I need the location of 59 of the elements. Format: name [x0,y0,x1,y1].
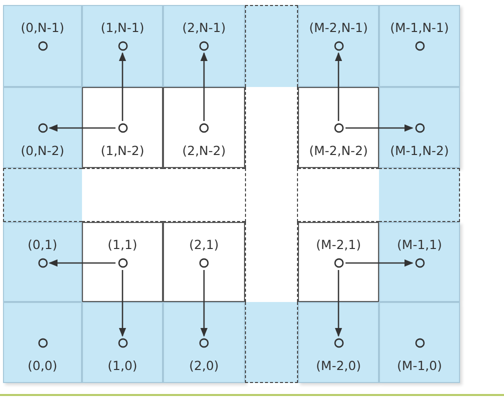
arrow [346,124,414,132]
grid-cell [3,87,82,168]
grid-cell [163,5,245,87]
coordinate-label: (1,0) [106,358,138,374]
arrow [200,270,208,337]
coordinate-label: (2,1) [188,237,220,253]
coordinate-label: (M-2,N-1) [308,20,369,36]
grid-cell [163,302,245,383]
grid-cell [3,302,82,383]
coordinate-label: (M-1,0) [396,358,443,374]
grid-cell [379,168,460,222]
arrow [334,270,342,337]
grid-cell [298,302,379,383]
grid-cell [298,87,379,168]
grid-cell [163,222,245,302]
arrow [48,259,116,267]
grid-cell [379,87,460,168]
coordinate-label: (0,N-1) [20,20,66,36]
grid-cell [82,5,163,87]
grid-cell [245,302,298,383]
grid-cell [379,222,460,302]
arrow [118,52,126,121]
coordinate-label: (0,N-2) [20,143,66,159]
grid-cell [245,222,298,302]
coordinate-label: (2,0) [188,358,220,374]
grid-cell [3,5,82,87]
coordinate-label: (0,1) [26,237,58,253]
grid-cell [245,5,298,87]
grid-cell [82,302,163,383]
grid-cell [3,168,82,222]
coordinate-label: (M-2,1) [315,237,362,253]
coordinate-label: (1,N-2) [100,143,146,159]
arrow [334,52,342,121]
grid-cell [298,5,379,87]
coordinate-label: (M-2,N-2) [308,143,369,159]
coordinate-label: (M-1,1) [396,237,443,253]
coordinate-label: (0,0) [26,358,58,374]
grid-cell [82,222,163,302]
coordinate-label: (1,N-1) [100,20,146,36]
grid-cell [82,168,163,222]
arrow [48,124,116,132]
coordinate-label: (2,N-2) [181,143,227,159]
coordinate-label: (1,1) [106,237,138,253]
coordinate-label: (M-1,N-2) [389,143,450,159]
coordinate-label: (2,N-1) [181,20,227,36]
grid-cell [379,5,460,87]
grid-cell [163,168,245,222]
arrow [118,270,126,337]
coordinate-label: (M-2,0) [315,358,362,374]
arrow [346,259,414,267]
grid-cell [379,302,460,383]
grid-cell [298,222,379,302]
coordinate-label: (M-1,N-1) [389,20,450,36]
grid-cell [82,87,163,168]
grid-cell [245,87,298,168]
grid-cell [298,168,379,222]
grid-cell [163,87,245,168]
arrow [200,52,208,121]
grid-cell [3,222,82,302]
